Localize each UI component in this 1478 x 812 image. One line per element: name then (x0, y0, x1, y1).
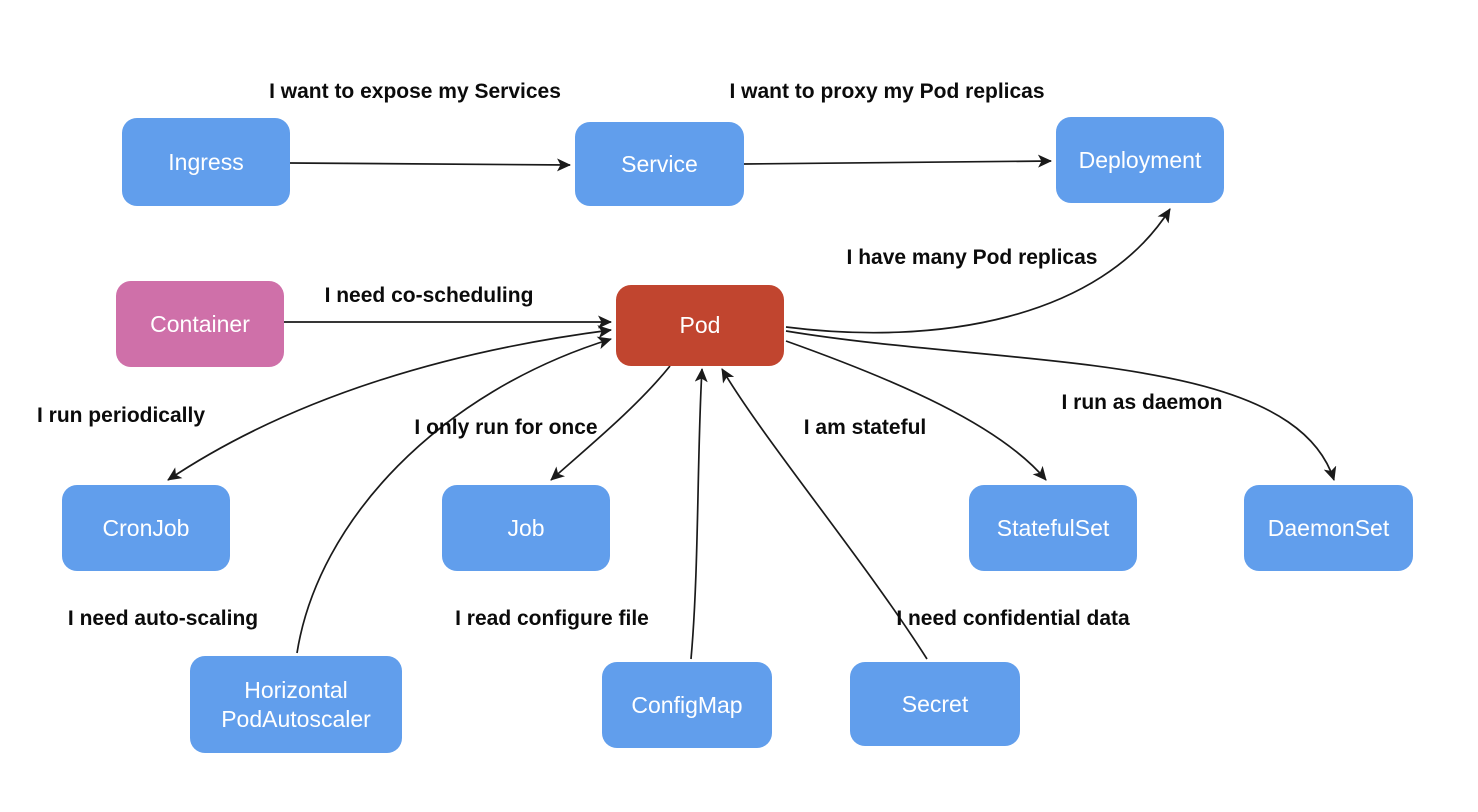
edge-label-auto-scaling: I need auto-scaling (67, 607, 259, 630)
node-daemonset: DaemonSet (1244, 485, 1413, 571)
node-ingress: Ingress (122, 118, 290, 206)
edge-service-deployment (743, 154, 1052, 168)
edge-pod-job (550, 365, 671, 481)
edge-pod-daemonset (785, 330, 1337, 481)
edge-label-stateful: I am stateful (803, 416, 927, 439)
node-configmap: ConfigMap (602, 662, 772, 748)
edge-label-proxy-pod-replicas: I want to proxy my Pod replicas (729, 80, 1045, 103)
edge-label-co-scheduling: I need co-scheduling (324, 284, 534, 307)
edge-pod-deployment (785, 208, 1171, 334)
node-pod: Pod (616, 285, 784, 366)
edge-ingress-service (289, 158, 571, 172)
edge-label-run-periodically: I run periodically (36, 404, 206, 427)
node-horizontal-pod-autoscaler: Horizontal PodAutoscaler (190, 656, 402, 753)
edge-label-expose-services: I want to expose my Services (269, 80, 561, 103)
edge-label-run-for-once: I only run for once (414, 416, 598, 439)
edge-label-many-pod-replicas: I have many Pod replicas (846, 246, 1098, 269)
node-secret: Secret (850, 662, 1020, 746)
edge-configmap-pod (690, 368, 708, 660)
edge-label-read-configure-file: I read configure file (455, 607, 649, 630)
node-service: Service (575, 122, 744, 206)
edge-label-run-as-daemon: I run as daemon (1061, 391, 1223, 414)
node-statefulset: StatefulSet (969, 485, 1137, 571)
edge-pod-statefulset (785, 340, 1047, 481)
node-cronjob: CronJob (62, 485, 230, 571)
edge-label-confidential-data: I need confidential data (896, 607, 1130, 630)
node-container: Container (116, 281, 284, 367)
node-deployment: Deployment (1056, 117, 1224, 203)
edge-hpa-pod (296, 336, 612, 654)
edge-pod-cronjob (167, 325, 612, 481)
edge-secret-pod (721, 368, 928, 660)
node-job: Job (442, 485, 610, 571)
